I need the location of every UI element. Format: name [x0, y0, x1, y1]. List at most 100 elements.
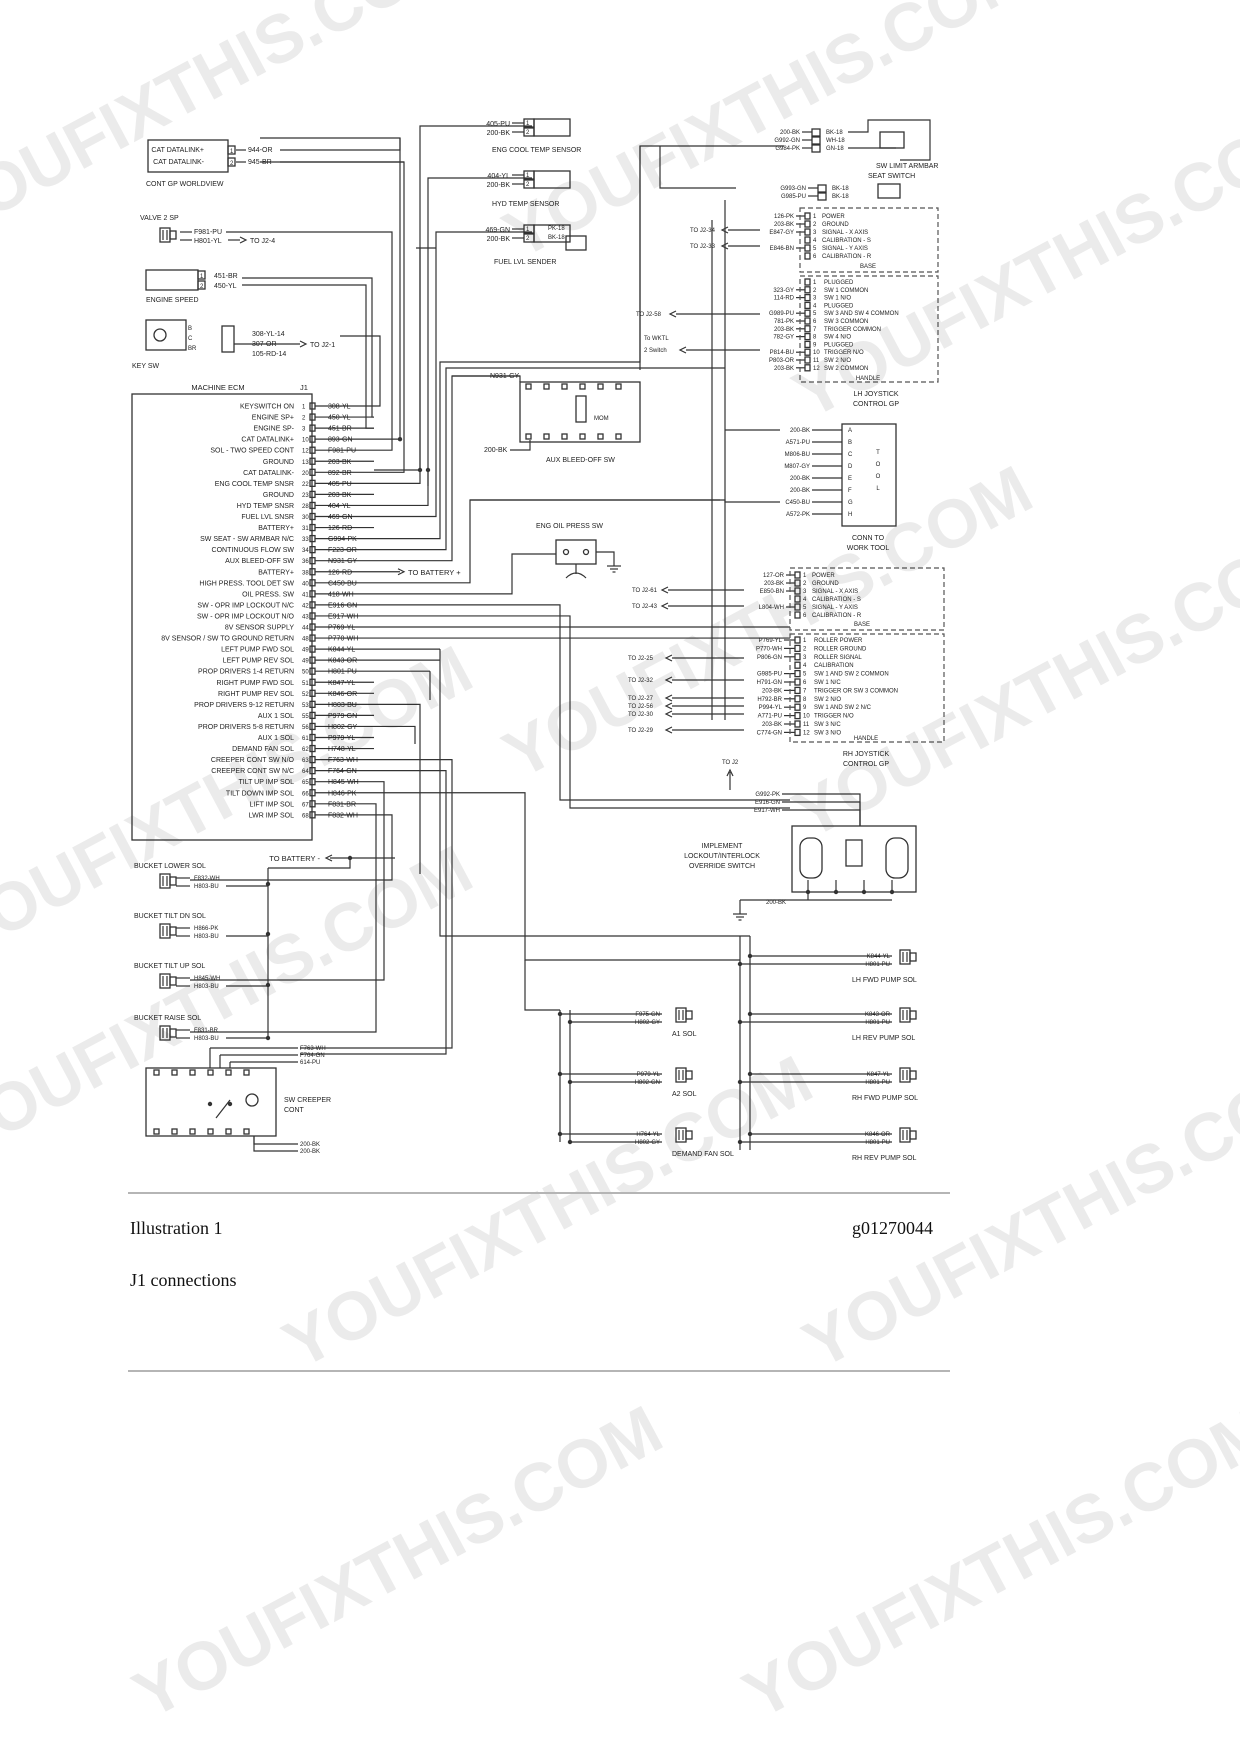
rh-handle-signal: ROLLER POWER [814, 638, 863, 644]
ecm-pin-label: 8V SENSOR SUPPLY [225, 625, 294, 632]
to-battery-minus-label: TO BATTERY - [269, 854, 320, 863]
datalink-pin-number: 2 [230, 161, 234, 167]
rh-handle-signal: CALIBRATION [814, 663, 854, 669]
lh-base-to: TO J2-34 [690, 228, 716, 234]
junction [567, 1079, 573, 1085]
ecm-wire-label: P979-GN [328, 713, 357, 720]
aux-bleed-terminal [579, 433, 586, 440]
ecm-pin-label: LIFT IMP SOL [250, 801, 295, 808]
datalink-pin-number: 1 [230, 149, 234, 155]
creeper-terminal [153, 1128, 160, 1135]
ecm-connector-id: J1 [300, 383, 308, 392]
seat-wire: G993-GN [780, 186, 806, 192]
ecm-wire-label: K844-YL [328, 647, 355, 654]
lh-handle-pin-number: 1 [813, 280, 817, 286]
pump-sol-wire: H801-PU [865, 962, 890, 968]
center-sol-title: A2 SOL [672, 1091, 697, 1098]
ecm-pin-label: LEFT PUMP REV SOL [223, 658, 294, 665]
lh-base-to: TO J2-33 [690, 244, 716, 250]
eng-oil-ground [607, 560, 621, 573]
ecm-pin-label: LEFT PUMP FWD SOL [221, 647, 294, 654]
ecm-pin-label: HIGH PRESS. TOOL DET SW [199, 580, 294, 587]
lh-joystick-base [799, 207, 939, 273]
creeper-terminal [153, 1069, 160, 1076]
rh-handle-pin [794, 669, 801, 678]
implement-rocker [799, 837, 823, 879]
pump-sol-wire: H801-PU [865, 1140, 890, 1146]
aux-bleed-title: AUX BLEED-OFF SW [546, 457, 615, 464]
fuel-lvl-sensor-wire: 469-GN [485, 227, 510, 234]
lh-handle-to: 2 Switch [644, 348, 667, 354]
bucket-wire: F831-BR [194, 1028, 219, 1034]
hyd-temp-sensor-body [533, 170, 571, 189]
ecm-pin-socket [309, 402, 316, 410]
pump-solenoid [899, 949, 917, 965]
lh-handle-pin-number: 6 [813, 319, 817, 325]
rh-handle-pin-number: 1 [803, 638, 807, 644]
rh-arrow [664, 726, 673, 734]
ecm-pin-label: SW - OPR IMP LOCKOUT N/O [197, 613, 295, 620]
engine-speed-sensor-box [145, 269, 199, 291]
creeper-terminal [207, 1128, 214, 1135]
ecm-pin-socket [309, 479, 316, 488]
lh-handle-signal: SW 3 COMMON [824, 319, 868, 325]
eng-oil-contact [562, 548, 570, 556]
lh-handle-pin [804, 325, 811, 333]
rh-handle-pin [794, 636, 801, 644]
ecm-pin-label: SW - OPR IMP LOCKOUT N/C [197, 602, 294, 609]
rh-handle-signal: SW 3 N/C [814, 722, 841, 728]
lh-joystick-subtitle: CONTROL GP [853, 401, 899, 408]
aux-bleed-terminal [525, 433, 532, 440]
ecm-wire-label: H801-PU [328, 669, 357, 676]
rh-base-wire: L804-WH [759, 605, 784, 611]
solenoid-body [899, 1067, 911, 1083]
rh-handle-wire: P994-YL [759, 705, 783, 711]
implement-wire: G992-PK [755, 792, 780, 798]
rh-handle-to: TO J2-56 [628, 704, 654, 710]
implement-title: IMPLEMENT [702, 843, 744, 850]
rh-handle-pin [794, 661, 801, 669]
lh-base-signal: CALIBRATION - S [822, 238, 871, 244]
work-tool-pin: A [848, 428, 852, 434]
junction [397, 436, 403, 442]
ecm-wire-label: 203-BK [328, 459, 352, 466]
eng-oil-diaphragm [565, 572, 587, 579]
battery-arrow [397, 568, 406, 576]
hyd-temp-sensor-wire: 404-YL [487, 173, 510, 180]
ecm-wire-label: 203-BK [328, 492, 352, 499]
ecm-pin-label: TILT UP IMP SOL [238, 779, 294, 786]
creeper-terminal [189, 1128, 196, 1135]
rh-base-signal: CALIBRATION - S [812, 597, 861, 603]
bucket-wire: H803-BU [194, 984, 219, 990]
lh-handle-signal: SW 2 N/O [824, 358, 851, 364]
lh-base-pin [804, 244, 811, 252]
ecm-wire-label: H802-GY [328, 724, 358, 731]
ecm-wire-label: 892-BR [328, 470, 352, 477]
ecm-pin-socket [309, 700, 316, 708]
junction [737, 1079, 743, 1085]
bucket-wire: H803-BU [194, 884, 219, 890]
rh-handle-pin-number: 10 [803, 714, 810, 720]
ecm-pin-number: 53 [302, 703, 309, 709]
connector-pin [197, 280, 206, 290]
ecm-pin-number: 28 [302, 504, 309, 510]
junction [417, 467, 423, 473]
lh-arrow [720, 226, 729, 234]
ecm-pin-label: OIL PRESS. SW [242, 591, 294, 598]
solenoid-cap [685, 1070, 693, 1080]
rh-handle-label: HANDLE [854, 736, 878, 742]
junction [747, 1071, 753, 1077]
rh-handle-pin [794, 720, 801, 728]
wire [253, 1136, 298, 1145]
rh-base-pin-number: 3 [803, 589, 807, 595]
ecm-pin-number: 38 [302, 570, 309, 576]
work-tool-wire: M807-GY [784, 464, 810, 470]
ecm-pin-socket [309, 789, 316, 797]
ecm-pin-number: 10 [302, 438, 309, 444]
ecm-pin-socket [309, 579, 316, 587]
wire [215, 1099, 231, 1119]
ecm-pin-label: RIGHT PUMP REV SOL [218, 691, 294, 698]
rh-base-pin [794, 587, 801, 595]
ecm-pin-number: 30 [302, 515, 309, 521]
lh-handle-wire: 203-BK [774, 366, 794, 372]
